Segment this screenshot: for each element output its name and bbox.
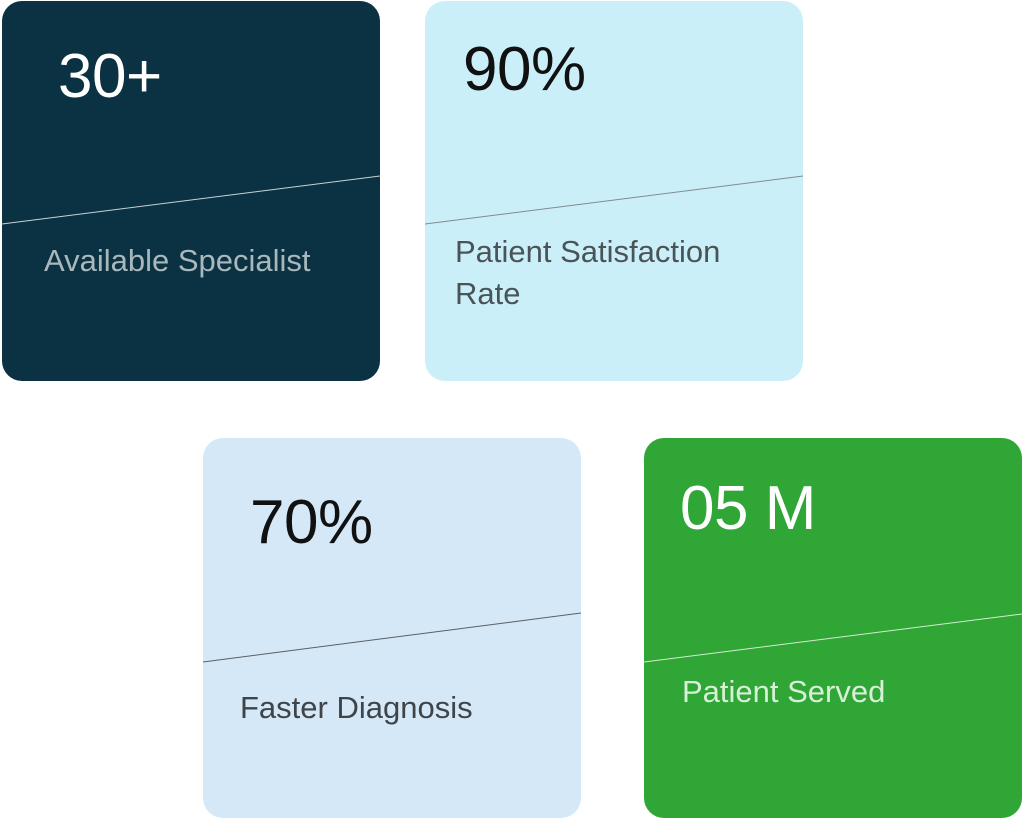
stat-value: 70% xyxy=(250,488,373,557)
stat-card-available-specialist: 30+ Available Specialist xyxy=(2,1,380,381)
stat-label: Faster Diagnosis xyxy=(240,690,473,725)
stat-card-patient-served: 05 M Patient Served xyxy=(644,438,1022,818)
stat-label: Patient Served xyxy=(682,674,886,709)
stat-value: 30+ xyxy=(58,42,162,111)
stat-value: 05 M xyxy=(680,474,816,543)
stat-card-faster-diagnosis: 70% Faster Diagnosis xyxy=(203,438,581,818)
stat-label: Patient Satisfaction Rate xyxy=(455,234,721,311)
stat-card-patient-satisfaction: 90% Patient Satisfaction Rate xyxy=(425,1,803,381)
stat-label: Available Specialist xyxy=(44,243,311,278)
stat-value: 90% xyxy=(463,35,586,104)
